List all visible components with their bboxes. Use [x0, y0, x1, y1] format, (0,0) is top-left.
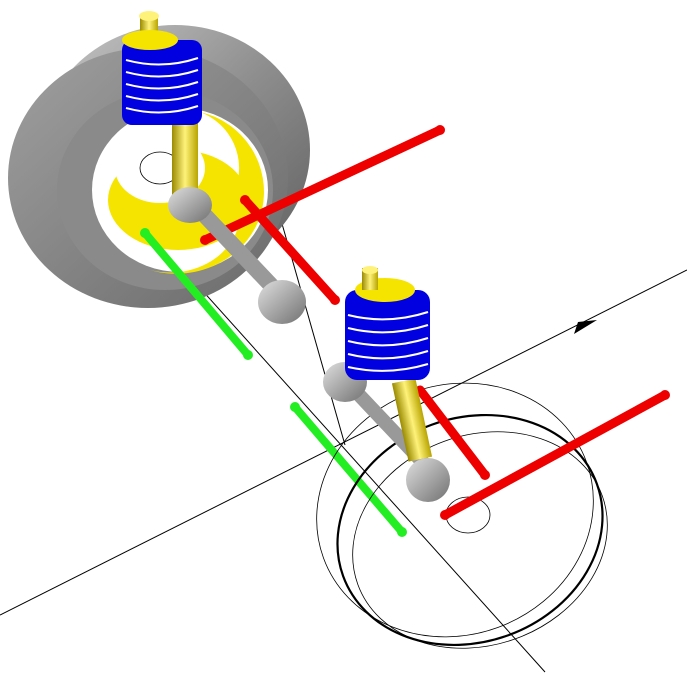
upper-control-arm-top [200, 125, 445, 245]
direction-arrow-icon [574, 320, 597, 334]
tie-rod-bottom [291, 403, 406, 536]
lower-control-arm-top [240, 195, 340, 305]
upper-control-arm-bottom [415, 385, 490, 480]
coil-spring-top [122, 11, 202, 125]
coil-spring-bottom [345, 266, 430, 380]
strut-bottom [391, 378, 433, 462]
lower-control-arm-bottom [440, 390, 670, 520]
tie-rod-top [141, 229, 252, 359]
